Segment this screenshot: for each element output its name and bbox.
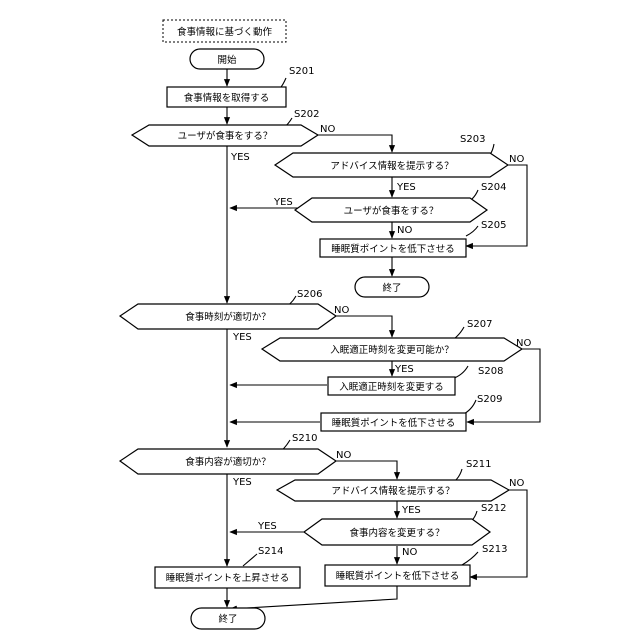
edge-yes-s206: YES — [232, 332, 252, 343]
title-text: 食事情報に基づく動作 — [177, 26, 273, 38]
edge-no-s203: NO — [509, 154, 524, 165]
decision-s211-label: アドバイス情報を提示する？ — [331, 485, 454, 497]
process-s209-label: 睡眠質ポイントを低下させる — [332, 417, 456, 429]
process-s214-label: 睡眠質ポイントを上昇させる — [166, 572, 290, 584]
process-s213-label: 睡眠質ポイントを低下させる — [336, 570, 460, 582]
end-label-2: 終了 — [218, 613, 237, 625]
process-s201-label: 食事情報を取得する — [184, 92, 270, 104]
edge-no-s206: NO — [334, 305, 349, 316]
edge-yes-s202: YES — [230, 152, 250, 163]
edge-yes-s203: YES — [396, 182, 416, 193]
edge-no-s211: NO — [509, 478, 524, 489]
step-s202: S202 — [294, 109, 319, 120]
step-s212: S212 — [481, 503, 506, 514]
step-s205: S205 — [481, 220, 506, 231]
edge-no-s207: NO — [516, 338, 531, 349]
start-label: 開始 — [217, 54, 237, 66]
edge-yes-s212: YES — [257, 521, 277, 532]
edge-no-s210: NO — [336, 450, 351, 461]
end-label-1: 終了 — [382, 282, 401, 294]
edge-yes-s210: YES — [232, 477, 252, 488]
decision-s210-label: 食事内容が適切か？ — [185, 456, 271, 468]
step-s207: S207 — [467, 319, 492, 330]
decision-s202-label: ユーザが食事をする？ — [178, 130, 273, 142]
decision-s203-label: アドバイス情報を提示する？ — [330, 160, 453, 172]
process-s205-label: 睡眠質ポイントを低下させる — [331, 243, 455, 255]
decision-s207-label: 入眠適正時刻を変更可能か？ — [330, 344, 454, 356]
step-s206: S206 — [297, 289, 322, 300]
edge-no-s204: NO — [397, 225, 412, 236]
edge-yes-s211: YES — [401, 505, 421, 516]
process-s208-label: 入眠適正時刻を変更する — [339, 381, 444, 393]
step-s210: S210 — [292, 433, 317, 444]
decision-s206-label: 食事時刻が適切か？ — [185, 311, 271, 323]
edge-no-s202: NO — [320, 124, 335, 135]
step-s208: S208 — [478, 366, 503, 377]
step-s214: S214 — [258, 546, 283, 557]
edge-yes-s207: YES — [394, 364, 414, 375]
step-s209: S209 — [477, 394, 502, 405]
decision-s212-label: 食事内容を変更する？ — [349, 527, 444, 539]
decision-s204-label: ユーザが食事をする？ — [344, 205, 439, 217]
step-s201: S201 — [289, 66, 314, 77]
step-s213: S213 — [482, 544, 507, 555]
step-s204: S204 — [481, 182, 506, 193]
step-s203: S203 — [460, 134, 485, 145]
step-s211: S211 — [466, 459, 491, 470]
edge-no-s212: NO — [402, 547, 417, 558]
edge-yes-s204: YES — [273, 197, 293, 208]
